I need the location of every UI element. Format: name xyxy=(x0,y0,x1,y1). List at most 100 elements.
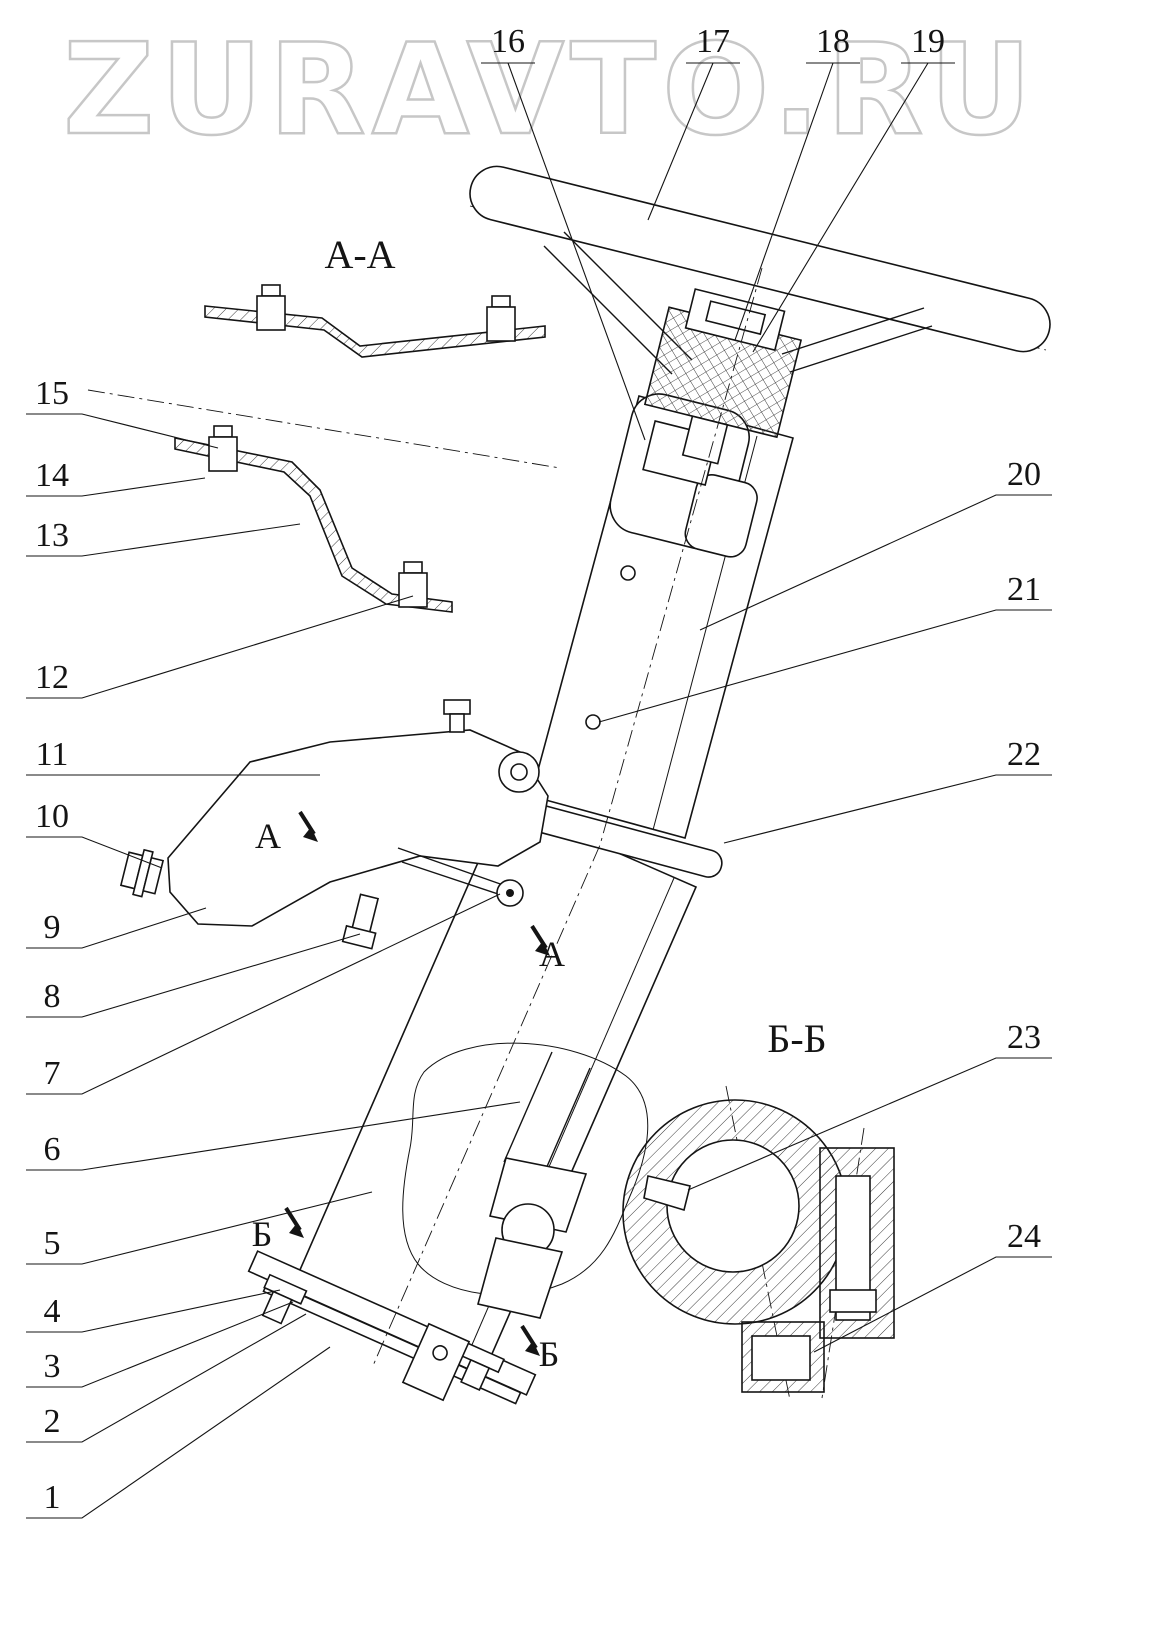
cut-marker-a-upper: А xyxy=(255,810,318,856)
callout-16: 16 xyxy=(481,23,646,441)
upper-bracket-strip xyxy=(204,305,546,358)
callout-label: 16 xyxy=(491,23,525,60)
leader-line xyxy=(26,836,163,869)
lever-pivot-pin xyxy=(510,763,528,781)
cut-letter: А xyxy=(255,816,281,856)
bracket-bolt-3 xyxy=(208,425,238,472)
lever-top-bolt xyxy=(443,699,471,733)
lower-bracket-strip xyxy=(174,437,453,613)
callout-label: 18 xyxy=(816,23,850,60)
callout-label: 11 xyxy=(36,736,69,773)
leader-line xyxy=(26,523,301,557)
leader-line xyxy=(26,893,501,1095)
callout-21: 21 xyxy=(598,571,1052,723)
callout-label: 8 xyxy=(44,978,61,1015)
cut-marker-b-upper: Б xyxy=(252,1206,304,1254)
leader-line xyxy=(734,62,860,341)
callout-24: 24 xyxy=(813,1218,1052,1353)
tab-bolt-hole xyxy=(751,1335,811,1381)
leader-line xyxy=(26,907,207,949)
section-bb-label: Б-Б xyxy=(767,1016,826,1061)
callout-8: 8 xyxy=(26,933,361,1018)
callout-label: 4 xyxy=(44,1293,61,1330)
leader-line xyxy=(26,477,206,497)
callouts: 15 14 13 12 11 10 9 8 7 6 5 4 3 2 1 16 1… xyxy=(26,23,1052,1519)
callout-2: 2 xyxy=(26,1313,307,1443)
jacket-breakout xyxy=(402,1042,649,1296)
lever-body xyxy=(167,729,549,927)
callout-22: 22 xyxy=(723,736,1052,844)
callout-label: 10 xyxy=(35,798,69,835)
leader-line xyxy=(26,413,219,449)
leader-line xyxy=(687,1057,1052,1191)
lever-link xyxy=(397,847,524,907)
cut-markers: А А Б Б xyxy=(252,810,565,1374)
callout-5: 5 xyxy=(26,1191,373,1265)
callout-17: 17 xyxy=(647,23,740,221)
cut-marker-b-lower: Б xyxy=(520,1324,560,1374)
callout-label: 17 xyxy=(696,23,730,60)
cut-letter: Б xyxy=(539,1334,560,1374)
callout-label: 3 xyxy=(44,1348,61,1385)
callout-19: 19 xyxy=(752,23,955,353)
callout-23: 23 xyxy=(687,1019,1052,1191)
callout-10: 10 xyxy=(26,798,163,869)
inner-shaft-edge-left xyxy=(503,1051,553,1163)
shaft-nut xyxy=(704,300,767,336)
callout-label: 23 xyxy=(1007,1019,1041,1056)
bracket-bolt-4 xyxy=(398,561,428,608)
bracket-centerline xyxy=(87,389,561,469)
callout-14: 14 xyxy=(26,457,206,497)
jacket-hole-upper xyxy=(620,565,636,581)
wheel-spoke-right xyxy=(781,307,933,373)
steering-shaft-top xyxy=(681,415,729,465)
callout-7: 7 xyxy=(26,893,501,1095)
leader-line xyxy=(26,933,361,1018)
clamp-wedge xyxy=(643,1175,691,1212)
jacket-hole-lower xyxy=(585,714,601,730)
section-aa-label: А-А xyxy=(324,232,395,277)
callout-label: 21 xyxy=(1007,571,1041,608)
bracket-bolt-1 xyxy=(256,284,286,331)
bracket-bolt-2 xyxy=(486,295,516,342)
leader-line xyxy=(26,1289,281,1333)
callout-label: 14 xyxy=(35,457,69,494)
watermark-text: ZURAVTO.RU xyxy=(63,16,1038,163)
switch-shroud xyxy=(684,474,758,558)
leader-line xyxy=(723,774,1052,844)
leader-line xyxy=(699,494,1052,631)
clamp-bolt-head xyxy=(829,1289,877,1313)
lever-clamp-bolt xyxy=(341,893,380,950)
callout-label: 19 xyxy=(911,23,945,60)
universal-joint xyxy=(402,1042,649,1319)
section-aa-view: А-А xyxy=(87,232,561,613)
wheel-rim xyxy=(469,165,1051,353)
leader-line xyxy=(26,595,414,699)
release-lever xyxy=(119,699,549,950)
callout-label: 13 xyxy=(35,517,69,554)
callout-18: 18 xyxy=(734,23,860,341)
link-pin xyxy=(506,889,514,897)
callout-12: 12 xyxy=(26,595,414,699)
callout-9: 9 xyxy=(26,907,207,949)
callout-label: 9 xyxy=(44,909,61,946)
section-bb-view: Б-Б xyxy=(622,1016,895,1401)
callout-15: 15 xyxy=(26,375,219,449)
leader-line xyxy=(26,1101,521,1171)
callout-label: 1 xyxy=(44,1479,61,1516)
steering-wheel-hub xyxy=(643,288,803,465)
leader-line xyxy=(26,1301,294,1388)
leader-line xyxy=(481,62,646,441)
callout-label: 12 xyxy=(35,659,69,696)
inner-shaft-edge-right xyxy=(541,1067,591,1179)
shaft-lower-end xyxy=(401,1322,471,1402)
leader-line xyxy=(813,1256,1052,1353)
callout-label: 24 xyxy=(1007,1218,1041,1255)
leader-line xyxy=(26,1191,373,1265)
callout-label: 2 xyxy=(44,1403,61,1440)
leader-line xyxy=(26,1313,307,1443)
flange-bolt-left xyxy=(261,1273,308,1325)
callout-20: 20 xyxy=(699,456,1052,631)
